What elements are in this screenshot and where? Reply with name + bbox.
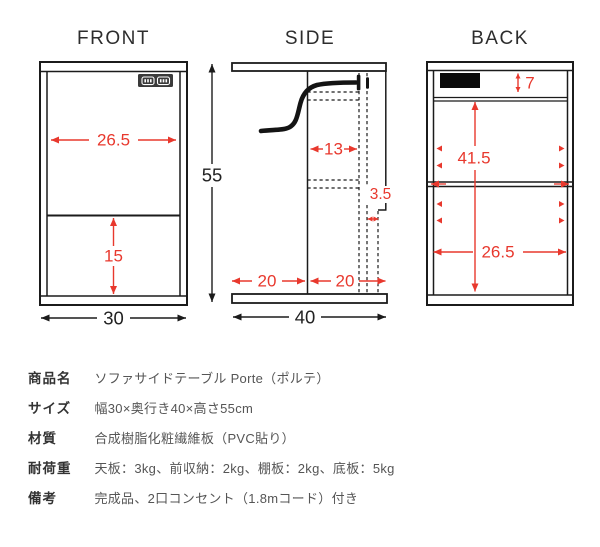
power-outlet-icon [138, 74, 173, 87]
side-shelf-depth-label: 13 [324, 140, 343, 159]
power-cord-icon [258, 74, 369, 134]
side-front-depth-label: 20 [258, 272, 277, 291]
spec-value: 天板：3kg、前収納：2kg、棚板：2kg、底板：5kg [94, 461, 395, 476]
back-outlet-band-label: 7 [525, 74, 534, 93]
dimension-diagram: FRONT [39, 28, 574, 329]
total-width-label: 30 [103, 308, 124, 329]
side-top-plank [231, 62, 387, 72]
back-view: BACK 7 41.5 [426, 28, 574, 306]
back-view-title: BACK [471, 28, 529, 49]
back-open-height-label: 41.5 [457, 149, 490, 168]
spec-value: 完成品、2口コンセント（1.8mコード）付き [94, 491, 359, 506]
spec-row-size: サイズ 幅30×奥行き40×高さ55cm [28, 397, 254, 416]
label-backplate [362, 186, 399, 203]
spec-label: 商品名 [28, 371, 72, 386]
back-inner-width-label: 26.5 [481, 243, 514, 262]
side-base-inset-label: 3.5 [370, 186, 392, 203]
total-depth-label: 40 [295, 307, 316, 328]
spec-label: 材質 [28, 431, 57, 446]
spec-label: 耐荷重 [28, 461, 72, 476]
front-view: FRONT [39, 28, 223, 329]
spec-value: ソファサイドテーブル Porte（ポルテ） [94, 371, 330, 386]
side-rear-depth-label: 20 [336, 272, 355, 291]
back-fixing-markers [436, 145, 565, 224]
side-view: SIDE [231, 28, 399, 328]
back-outline [426, 61, 574, 306]
spec-row-load-capacity: 耐荷重 天板：3kg、前収納：2kg、棚板：2kg、底板：5kg [28, 457, 395, 476]
front-inner-width-label: 26.5 [97, 131, 130, 150]
spec-row-notes: 備考 完成品、2口コンセント（1.8mコード）付き [28, 487, 359, 506]
front-outline [39, 61, 188, 306]
spec-row-material: 材質 合成樹脂化粧繊維板（PVC貼り） [28, 427, 295, 446]
total-height-label: 55 [202, 165, 223, 186]
spec-label: 備考 [28, 491, 57, 506]
side-bottom-plank [231, 293, 388, 304]
outlet-cutout [440, 73, 480, 88]
side-outline [231, 62, 388, 304]
spec-value: 幅30×奥行き40×高さ55cm [94, 401, 254, 416]
side-hidden-lines [307, 73, 379, 293]
front-lower-height-label: 15 [104, 247, 123, 266]
front-view-title: FRONT [77, 28, 150, 49]
spec-label: サイズ [28, 401, 72, 416]
spec-value: 合成樹脂化粧繊維板（PVC貼り） [94, 431, 295, 446]
side-view-title: SIDE [285, 28, 335, 49]
spec-row-product-name: 商品名 ソファサイドテーブル Porte（ポルテ） [28, 367, 330, 386]
